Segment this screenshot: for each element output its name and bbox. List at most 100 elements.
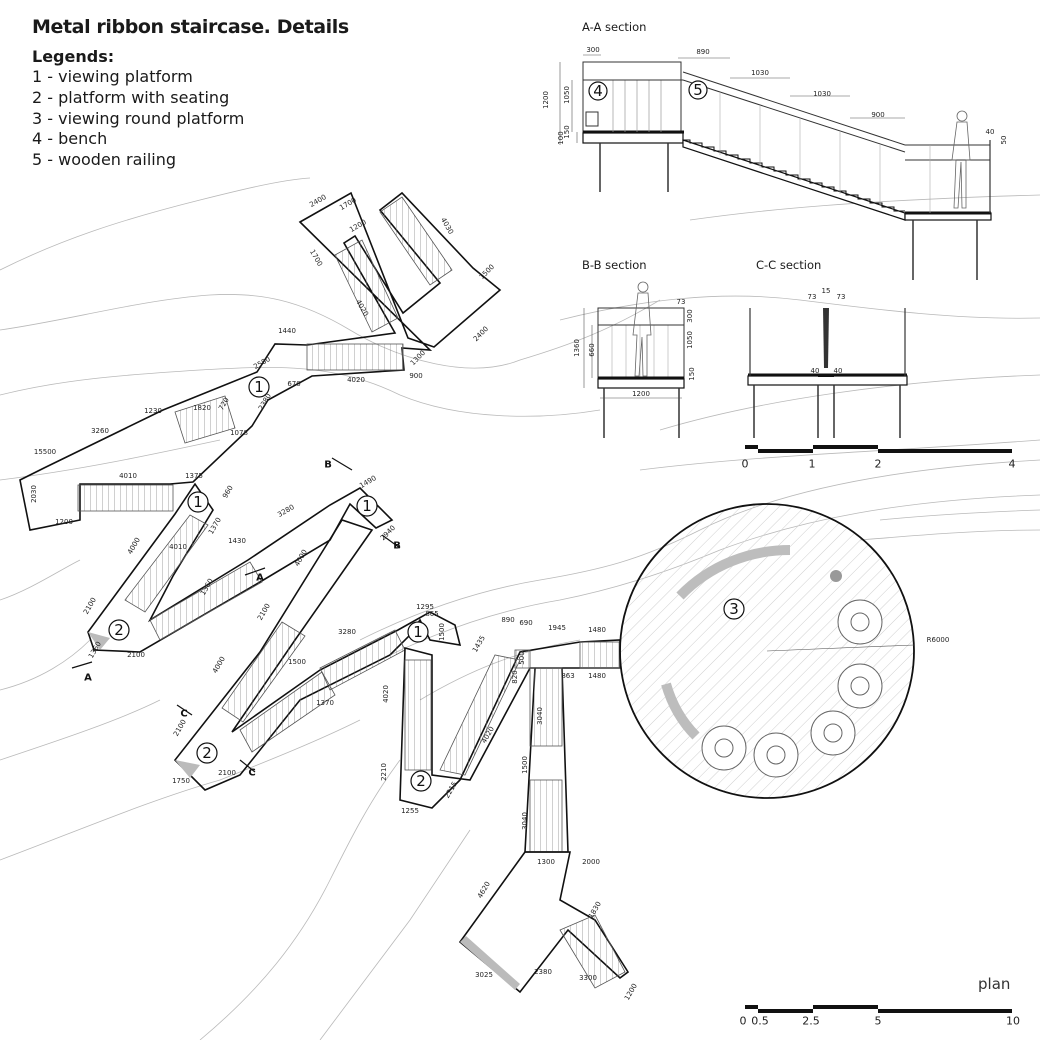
dim-label-plan: 863	[561, 672, 574, 680]
dim-label-plan: 4620	[476, 880, 492, 899]
legend-item: 2 - platform with seating	[32, 87, 230, 107]
dim-label-plan: 2215	[443, 780, 459, 799]
marker-number: 2	[202, 744, 212, 762]
dim-label-plan: 1700	[308, 248, 324, 267]
dim-label-plan: 2380	[534, 968, 552, 976]
scale-tick-label: 0	[742, 458, 749, 471]
dim-label-plan: 1200	[623, 982, 639, 1001]
dim-label-plan: 3025	[475, 971, 493, 979]
marker-number: 3	[729, 600, 739, 618]
dim-label-plan: 890	[501, 616, 514, 624]
dim-label-plan: 4010	[119, 472, 137, 480]
marker-number: 1	[413, 623, 423, 641]
legend-item: 1 - viewing platform	[32, 67, 193, 86]
dim-label-plan: 1370	[207, 516, 223, 535]
dim-label-plan: 1500	[288, 658, 306, 666]
dim-label-plan: 1300	[537, 858, 555, 866]
section-aa-drawing	[559, 54, 992, 280]
dim-label-bb: 150	[688, 367, 696, 380]
dim-label-plan: 2100	[218, 769, 236, 777]
dim-label-plan: 2400	[308, 193, 327, 209]
dim-label-plan: 2030	[30, 485, 38, 503]
scale-tick-label: 0.5	[751, 1015, 769, 1028]
cut-letter: C	[248, 768, 255, 779]
marker-number: 4	[593, 82, 603, 100]
dim-label-plan: 1750	[172, 777, 190, 785]
dim-label-plan: 2210	[380, 763, 388, 781]
dim-label-plan: 2400	[472, 325, 490, 343]
dim-label-plan: 1500	[438, 623, 446, 641]
dim-label-plan: 2580	[252, 355, 271, 371]
dim-label-bb: 1360	[573, 339, 581, 357]
dim-label-plan: 1945	[548, 624, 566, 632]
drawing-title: Metal ribbon staircase. Details	[32, 16, 349, 38]
section-cc-label: C-C section	[756, 258, 822, 272]
dim-label-aa: 50	[1000, 136, 1008, 145]
dim-label-plan: 2100	[127, 651, 145, 659]
cut-letter: B	[393, 541, 401, 552]
dim-label-plan: 15500	[34, 448, 56, 456]
dim-label-plan: 960	[221, 484, 235, 500]
dim-label-plan: 3280	[276, 503, 295, 519]
marker-number: 1	[193, 493, 203, 511]
dim-label-bb: 1050	[686, 331, 694, 349]
scale-tick-label: 2	[875, 458, 882, 471]
dim-label-plan: 4000	[126, 536, 142, 555]
legend-item: 5 - wooden railing	[32, 150, 177, 170]
legend-list: 1 - viewing platform 2 - platform with s…	[32, 67, 244, 171]
dim-label-plan: 4020	[347, 376, 365, 384]
dim-label-aa: 900	[871, 111, 884, 119]
dim-label-bb: 1200	[632, 390, 650, 398]
legend-heading: Legends:	[32, 47, 115, 66]
section-cc-drawing	[747, 308, 908, 438]
dim-label-plan: 2100	[82, 596, 98, 615]
marker-number: 2	[114, 621, 124, 639]
dim-label-plan: 1435	[471, 634, 487, 653]
dim-label-cc: 40	[834, 367, 843, 375]
dim-label-plan: 1480	[588, 672, 606, 680]
dim-label-plan: 1830	[587, 900, 603, 919]
dim-label-plan: 500	[518, 651, 526, 664]
scale-tick-label: 5	[875, 1015, 882, 1028]
dim-label-plan: 1490	[358, 474, 377, 490]
dim-label-plan: 670	[287, 380, 300, 388]
section-aa-label: A-A section	[582, 20, 647, 34]
dim-label-plan: 3280	[338, 628, 356, 636]
dim-label-plan: 4010	[169, 543, 187, 551]
dim-label-plan: 1295	[416, 603, 434, 611]
dim-label-aa: 890	[696, 48, 709, 56]
dim-label-cc: 73	[837, 293, 846, 301]
scale-tick-label: 1	[809, 458, 816, 471]
dim-label-plan: 2100	[256, 602, 272, 621]
dim-label-aa: 1030	[751, 69, 769, 77]
cut-letter: A	[256, 573, 264, 584]
dim-label-plan: 1500	[521, 756, 529, 774]
dim-label-plan: 1200	[348, 218, 367, 234]
dim-label-plan: 1820	[193, 404, 211, 412]
scale-tick-label: 0	[740, 1015, 747, 1028]
marker-number: 2	[416, 772, 426, 790]
legend-item: 3 - viewing round platform	[32, 108, 245, 128]
dim-label-plan: 1375	[185, 472, 203, 480]
cut-letter: C	[180, 709, 187, 720]
dim-label-aa: 150	[563, 125, 571, 138]
dim-label-plan: 3300	[579, 974, 597, 982]
dim-label-plan: 865	[425, 610, 438, 618]
dim-label-plan: 2000	[582, 858, 600, 866]
dim-label-plan: 2100	[172, 718, 188, 737]
dim-label-plan: 4030	[439, 216, 455, 235]
dim-label-plan: 1255	[401, 807, 419, 815]
scale-tick-label: 10	[1006, 1015, 1020, 1028]
dim-label-cc: 40	[811, 367, 820, 375]
dim-label-bb: 300	[686, 309, 694, 322]
dim-label-plan: 4000	[293, 548, 309, 567]
radius-label: R6000	[927, 636, 950, 644]
dim-label-aa: 1200	[542, 91, 550, 109]
dim-label-cc: 15	[822, 287, 831, 295]
dim-label-aa: 1050	[563, 86, 571, 104]
scale-bar-sections	[745, 445, 1012, 453]
dim-label-plan: 1430	[228, 537, 246, 545]
dim-label-aa: 300	[586, 46, 599, 54]
